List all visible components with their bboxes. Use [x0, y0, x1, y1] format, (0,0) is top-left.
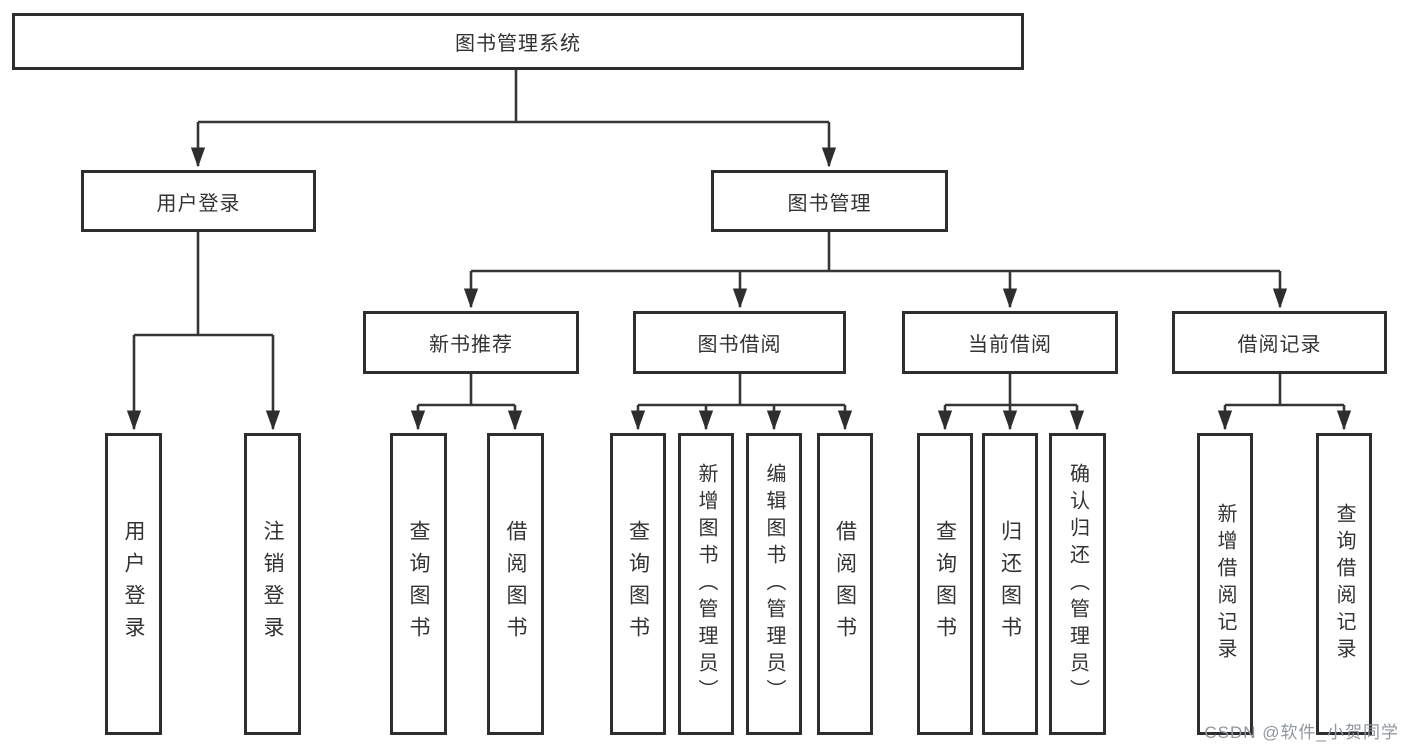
connector-group-root [190, 70, 837, 168]
node-label: 当前借阅 [968, 334, 1052, 356]
leaf-logout: 注销登录 [244, 433, 301, 735]
node-label: 查询图书 [933, 520, 957, 648]
node-label: 用户登录 [122, 520, 145, 648]
connector-group-user-login [126, 232, 281, 431]
node-label: 借阅图书 [833, 520, 857, 648]
leaf-add-books-admin: 新增图书（管理员） [678, 433, 734, 735]
node-label: 查询图书 [626, 520, 650, 648]
leaf-user-login: 用户登录 [105, 433, 162, 735]
leaf-add-borrow-record: 新增借阅记录 [1197, 433, 1253, 735]
node-user-login: 用户登录 [81, 170, 316, 232]
leaf-query-books-recommend: 查询图书 [390, 433, 447, 735]
node-label: 编辑图书（管理员） [763, 462, 785, 706]
leaf-borrow-books: 借阅图书 [817, 433, 873, 735]
leaf-query-books-current: 查询图书 [917, 433, 973, 735]
node-label: 确认归还（管理员） [1066, 462, 1089, 706]
node-label: 新增图书（管理员） [695, 462, 717, 706]
node-current-borrowing: 当前借阅 [902, 311, 1118, 374]
node-root-system: 图书管理系统 [12, 13, 1024, 70]
node-label: 查询借阅记录 [1333, 503, 1355, 665]
node-borrow-records: 借阅记录 [1172, 311, 1387, 374]
leaf-query-books-borrowing: 查询图书 [610, 433, 666, 735]
leaf-borrow-books-recommend: 借阅图书 [487, 433, 544, 735]
connector-group-current-borrow [937, 374, 1085, 431]
node-label: 归还图书 [998, 520, 1022, 648]
node-label: 查询图书 [407, 520, 430, 648]
leaf-return-books: 归还图书 [982, 433, 1038, 735]
node-book-borrowing: 图书借阅 [633, 311, 846, 374]
node-label: 图书借阅 [697, 334, 782, 356]
connector-group-book-borrow [630, 374, 853, 431]
connector-group-new-book [410, 374, 523, 431]
csdn-watermark: CSDN @软件_小贺同学 [1204, 723, 1399, 742]
node-label: 新书推荐 [429, 334, 513, 356]
node-label: 新增借阅记录 [1214, 503, 1236, 665]
connector-group-book-mgmt [463, 232, 1288, 309]
node-book-management: 图书管理 [711, 170, 948, 232]
leaf-edit-books-admin: 编辑图书（管理员） [746, 433, 802, 735]
node-new-book-recommend: 新书推荐 [363, 311, 579, 374]
node-label: 注销登录 [261, 520, 284, 648]
leaf-query-borrow-record: 查询借阅记录 [1316, 433, 1372, 735]
node-label: 借阅图书 [504, 520, 527, 648]
leaf-confirm-return-admin: 确认归还（管理员） [1049, 433, 1106, 735]
node-label: 图书管理系统 [455, 33, 581, 55]
connector-group-borrow-records [1217, 374, 1352, 431]
node-label: 借阅记录 [1237, 334, 1322, 356]
node-label: 用户登录 [156, 192, 241, 215]
node-label: 图书管理 [787, 192, 872, 215]
